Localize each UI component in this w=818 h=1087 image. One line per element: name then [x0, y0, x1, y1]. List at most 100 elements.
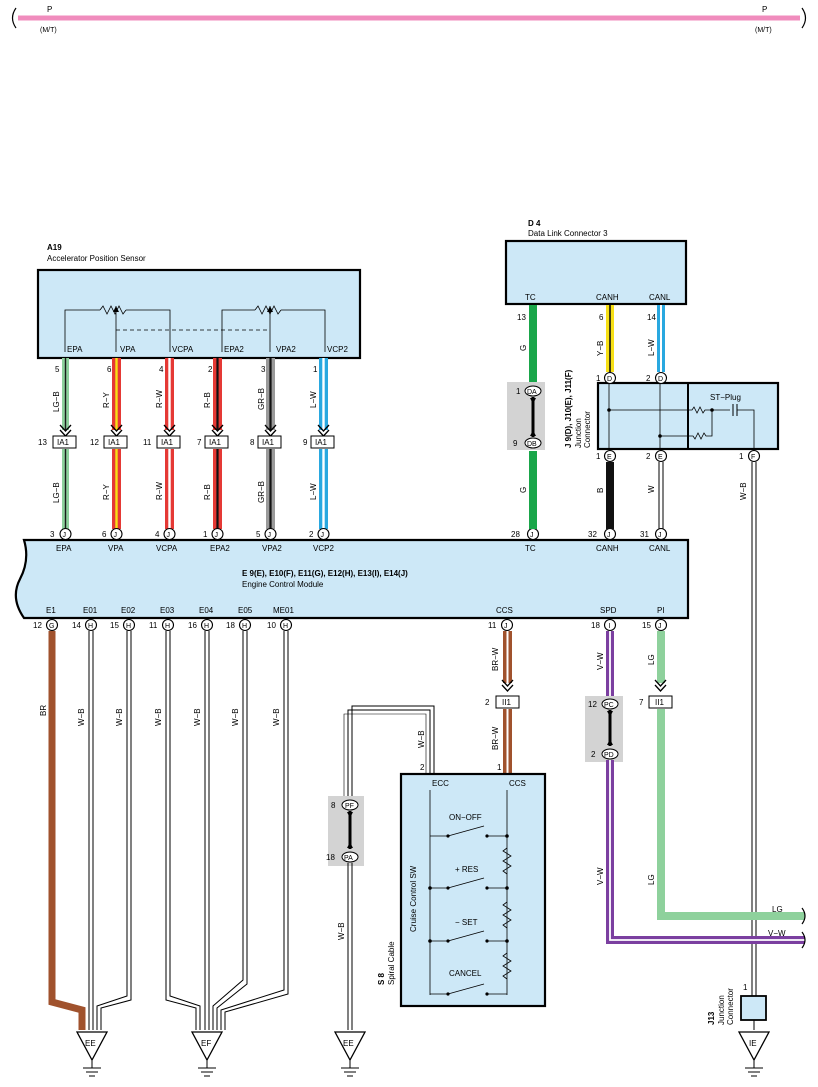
wire-label-rw-2: R−W: [155, 482, 164, 500]
g-label: G: [49, 623, 54, 630]
junction-connector-j13: 1 J13 Junction Connector: [707, 983, 767, 1030]
wire-label-wb-spiral-2: W−B: [337, 922, 346, 940]
dlc-wires: DA DB 1 9 13 G G 6 Y−B 14 L−W D D 1 2 E …: [507, 305, 761, 996]
ecm-pin-4: 4: [155, 530, 160, 539]
ecm-pin-18b: 18: [591, 621, 600, 630]
j-label-1: J: [63, 532, 67, 539]
pc-label: PC: [604, 702, 614, 709]
wire-label-wb-5: W−B: [231, 708, 240, 726]
ecm-code: E 9(E), E10(F), E11(G), E12(H), E13(I), …: [242, 569, 408, 578]
top-bus: P (M/T) P (M/T): [11, 5, 807, 34]
ecm-term-e02: E02: [121, 606, 136, 615]
i-label: I: [609, 623, 611, 630]
wire-label-lg-3: LG: [772, 905, 783, 914]
st-plug-label: ST−Plug: [710, 393, 741, 402]
j-label-4: J: [215, 532, 219, 539]
pin-8: 8: [250, 438, 255, 447]
wire-label-wb-6: W−B: [272, 708, 281, 726]
wire-label-g: G: [519, 345, 528, 351]
j13-line1: Junction: [717, 995, 726, 1025]
da-pin: 1: [516, 387, 521, 396]
ia1-label-2: IA1: [108, 438, 121, 447]
accelerator-position-sensor: A19 Accelerator Position Sensor EPA VPA …: [36, 243, 362, 360]
wire-label-b: B: [596, 488, 605, 493]
ecm-pin-6: 6: [102, 530, 107, 539]
spiral-name: Spiral Cable: [387, 941, 396, 985]
h-label-6: H: [283, 623, 288, 630]
ecm-pin-3: 3: [50, 530, 55, 539]
ecm-term-epa: EPA: [56, 544, 72, 553]
jconn-line1: Junction: [574, 418, 583, 448]
ecm-term-ccs: CCS: [496, 606, 513, 615]
ia1-label-5: IA1: [262, 438, 275, 447]
ecm-pin-31: 31: [640, 530, 649, 539]
wire-label-grb: GR−B: [257, 388, 266, 410]
dlc-term-canh: CANH: [596, 293, 619, 302]
e-label-1: E: [607, 454, 612, 461]
db-pin: 9: [513, 439, 518, 448]
pc-pin: 12: [588, 700, 597, 709]
da-label: DA: [527, 389, 537, 396]
h-label-1: H: [88, 623, 93, 630]
ecm-term-canl: CANL: [649, 544, 671, 553]
spiral-code: S 8: [377, 972, 386, 985]
engine-control-module: EPA VPA VCPA EPA2 VPA2 VCP2 TC CANH CANL…: [14, 538, 690, 620]
wire-label-brw: BR−W: [491, 647, 500, 671]
wire-label-rb-2: R−B: [203, 484, 212, 500]
wire-label-lgb: LG−B: [52, 391, 61, 412]
ecm-term-pi: PI: [657, 606, 665, 615]
pd-label: PD: [604, 752, 614, 759]
ecm-pin-10: 10: [267, 621, 276, 630]
ecm-pin-18: 18: [226, 621, 235, 630]
bus-right-sub: (M/T): [755, 27, 772, 34]
ecm-pin-5: 5: [256, 530, 261, 539]
wire-label-br: BR: [39, 705, 48, 716]
pd-pin: 2: [591, 750, 596, 759]
jf-pin-1: 1: [739, 452, 744, 461]
wire-label-wb-spiral: W−B: [417, 730, 426, 748]
db-label: DB: [527, 441, 537, 448]
wire-label-g-2: G: [519, 487, 528, 493]
ecm-pin-16: 16: [188, 621, 197, 630]
wire-label-lw: L−W: [309, 391, 318, 408]
j-label-ccs: J: [504, 623, 508, 630]
data-link-connector: D 4 Data Link Connector 3 TC CANH CANL: [504, 219, 688, 306]
wire-label-rb: R−B: [203, 392, 212, 408]
ecm-pin-28: 28: [511, 530, 520, 539]
wire-label-wb-4: W−B: [193, 708, 202, 726]
dlc-code: D 4: [528, 219, 541, 228]
switch-on-off: ON−OFF: [449, 813, 482, 822]
ecm-pin-14: 14: [72, 621, 81, 630]
jconn-code: J 9(D), J10(E), J11(F): [564, 369, 573, 448]
wire-label-wb-3: W−B: [154, 708, 163, 726]
ground-ee-2: EE: [343, 1039, 354, 1048]
pin-9: 9: [303, 438, 308, 447]
j-label-canh: J: [607, 532, 611, 539]
pf-label: PF: [345, 803, 354, 810]
ecm-term-tc: TC: [525, 544, 536, 553]
j-label-pi: J: [658, 623, 662, 630]
ecm-term-vcp2: VCP2: [313, 544, 334, 553]
ecm-pin-2: 2: [309, 530, 314, 539]
switch-set: − SET: [455, 918, 478, 927]
ia1-label-4: IA1: [209, 438, 222, 447]
ecm-term-vpa: VPA: [108, 544, 124, 553]
bus-right-label: P: [762, 5, 767, 14]
ii1-label-2: II1: [655, 698, 664, 707]
dlc-pin-6: 6: [599, 313, 604, 322]
sensor-term-vcp2: VCP2: [327, 345, 348, 354]
ecm-term-vcpa: VCPA: [156, 544, 178, 553]
d-label-2: D: [658, 376, 663, 383]
ground-ie: IE: [749, 1039, 757, 1048]
ia1-label-3: IA1: [161, 438, 174, 447]
pin-13: 13: [38, 438, 47, 447]
f-label: F: [751, 454, 755, 461]
pin-1: 1: [313, 365, 318, 374]
wire-label-vw-2: V−W: [596, 867, 605, 885]
j-label-2: J: [114, 532, 118, 539]
ecm-pin-32: 32: [588, 530, 597, 539]
wire-label-rw: R−W: [155, 390, 164, 408]
wire-label-vw-3: V−W: [768, 929, 786, 938]
dlc-term-tc: TC: [525, 293, 536, 302]
pin-7: 7: [197, 438, 202, 447]
